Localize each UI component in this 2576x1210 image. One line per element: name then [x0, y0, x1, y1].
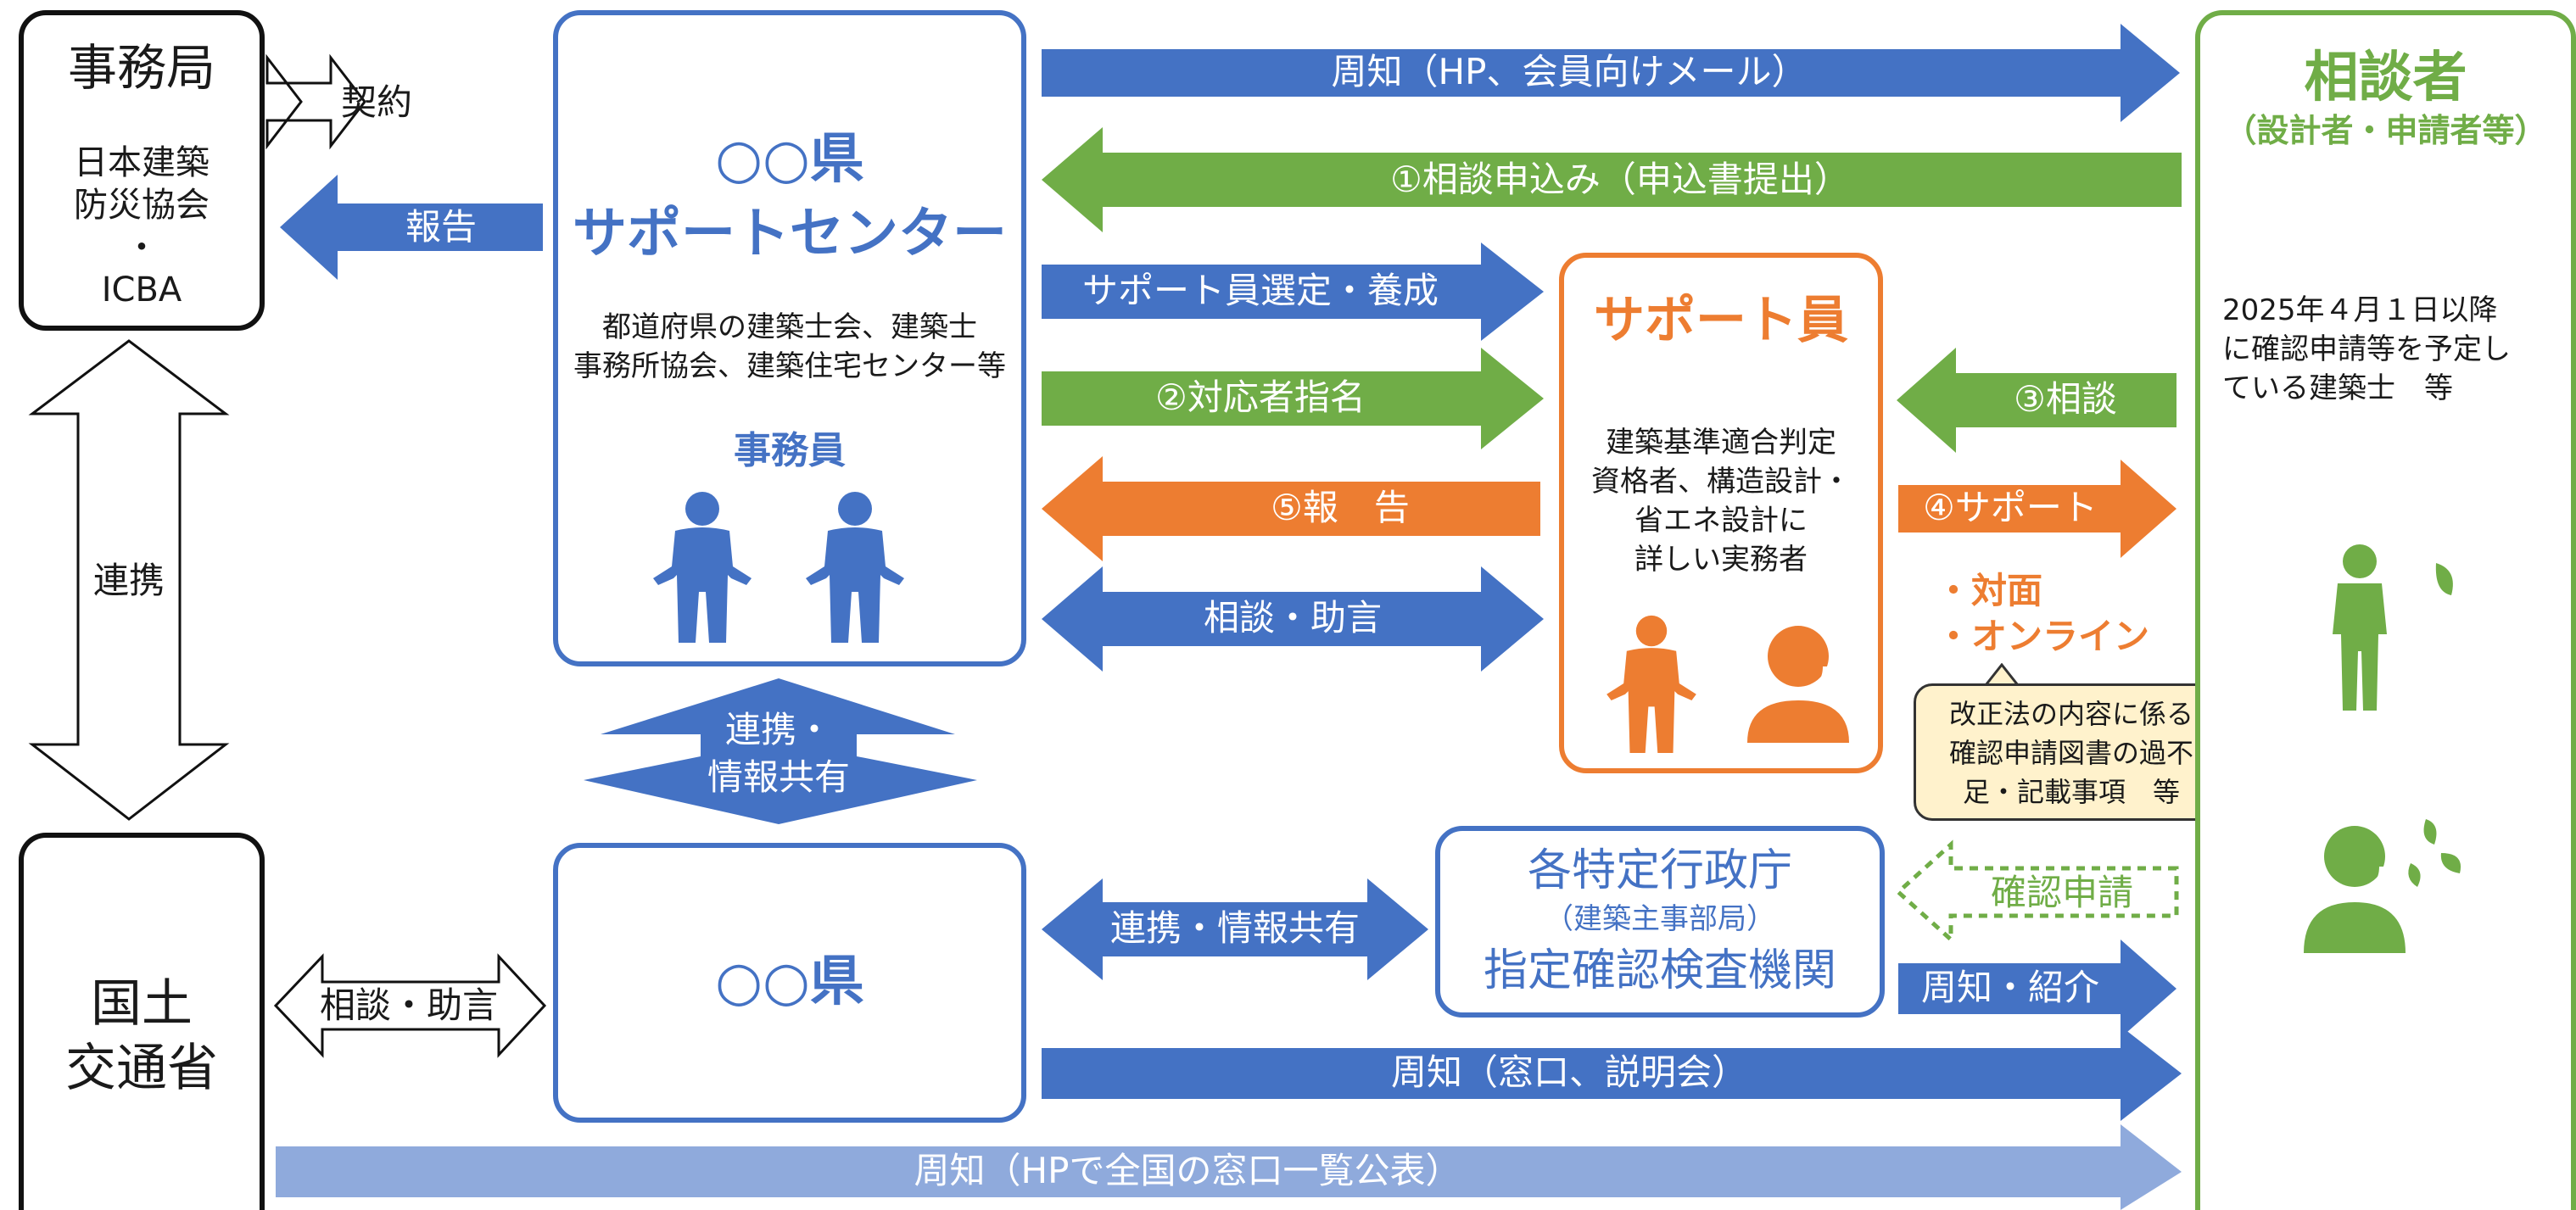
contract-arrow — [265, 53, 366, 150]
supporter-desc-1: 建築基準適合判定 — [1606, 426, 1836, 460]
assign-label: ②対応者指名 — [1155, 376, 1366, 418]
authority-box: 各特定行政庁 （建築主事部局） 指定確認検査機関 — [1435, 826, 1885, 1018]
consult-advice-left-label: 相談・助言 — [319, 984, 498, 1026]
callout-line-1: 改正法の内容に係る — [1948, 698, 2193, 730]
cooperation-info2-arrow — [1042, 878, 1428, 980]
consultant-desc-3: ている建築士 等 — [2222, 371, 2453, 405]
report-left-arrow — [280, 175, 543, 280]
support-center-title-2: サポートセンター — [573, 203, 1007, 265]
staff-person-icon — [653, 492, 752, 643]
cooperation-info-arrow — [584, 678, 977, 824]
supporter-box: サポート員 建築基準適合判定 資格者、構造設計・ 省エネ設計に 詳しい実務者 — [1559, 253, 1883, 773]
support4-label: ④サポート — [1923, 487, 2098, 528]
authority-line-3: 指定確認検査機関 — [1483, 945, 1836, 996]
consult-advice-mid-label: 相談・助言 — [1203, 597, 1382, 638]
secretariat-box: 事務局 日本建築 防災協会 ・ ICBA — [19, 10, 265, 331]
consult-advice-mid-arrow — [1042, 566, 1544, 672]
select-train-arrow — [1042, 243, 1544, 341]
support4-arrow — [1898, 460, 2176, 558]
consultant-desc-2: に確認申請等を予定し — [2222, 332, 2511, 366]
notice-intro-label: 周知・紹介 — [1920, 967, 2099, 1008]
cooperation-label: 連携 — [92, 560, 165, 601]
notice-window-label: 周知（窓口、説明会） — [1390, 1051, 1747, 1093]
consultant-subtitle: （設計者・申請者等） — [2224, 112, 2547, 149]
staff-label: 事務員 — [734, 429, 846, 472]
method-face-to-face: ・対面 — [1936, 570, 2043, 611]
secretariat-title: 事務局 — [67, 39, 215, 97]
supporter-desc-4: 詳しい実務者 — [1634, 543, 1808, 577]
application-label: ①相談申込み（申込書提出） — [1390, 159, 1850, 200]
supporter-desc-2: 資格者、構造設計・ — [1591, 465, 1851, 499]
report5-arrow — [1042, 456, 1540, 561]
prefecture-title: ○○県 — [715, 951, 864, 1013]
staff-person-icon — [806, 492, 904, 643]
secretariat-org-3: ・ — [125, 228, 159, 267]
cooperation-arrow — [28, 339, 230, 821]
mlit-box: 国土 交通省 — [19, 833, 265, 1210]
consultant-headset-icon — [2304, 818, 2461, 953]
notice-window-arrow — [1042, 1026, 2182, 1121]
callout-line-2: 確認申請図書の過不 — [1948, 737, 2193, 769]
notice-national-label: 周知（HPで全国の窓口一覧公表） — [914, 1150, 1461, 1191]
assign-arrow — [1042, 348, 1544, 449]
supporter-desc-3: 省エネ設計に — [1634, 504, 1808, 538]
consult3-arrow — [1897, 348, 2176, 453]
secretariat-org-4: ICBA — [101, 270, 182, 309]
cooperation-info-label-2: 情報共有 — [707, 756, 850, 798]
support-center-desc-2: 事務所協会、建築住宅センター等 — [573, 349, 1006, 383]
confirm-apply-label: 確認申請 — [1990, 872, 2133, 913]
notice-intro-arrow — [1898, 940, 2176, 1038]
application-arrow — [1042, 127, 2182, 232]
supporter-person-icon — [1607, 615, 1696, 753]
callout-box: 改正法の内容に係る 確認申請図書の過不 足・記載事項 等 — [1914, 683, 2229, 821]
cooperation-info-label-1: 連携・ — [724, 709, 832, 750]
select-train-label: サポート員選定・養成 — [1081, 270, 1439, 311]
notice-national-arrow — [276, 1124, 2182, 1210]
consult3-label: ③相談 — [2014, 378, 2117, 420]
report-left-label: 報告 — [405, 206, 477, 248]
notice-hp-arrow — [1042, 24, 2180, 122]
report5-label: ⑤報 告 — [1271, 487, 1410, 528]
mlit-title-1: 国土 — [91, 974, 193, 1034]
callout-line-3: 足・記載事項 等 — [1962, 776, 2180, 808]
support-center-desc-1: 都道府県の建築士会、建築士 — [602, 310, 977, 344]
consultant-desc-1: 2025年４月１日以降 — [2222, 293, 2498, 327]
support-center-box: ○○県 サポートセンター 都道府県の建築士会、建築士 事務所協会、建築住宅センタ… — [553, 10, 1026, 666]
consultant-title: 相談者 — [2304, 47, 2467, 109]
consultant-box: 相談者 （設計者・申請者等） 2025年４月１日以降 に確認申請等を予定し てい… — [2195, 10, 2576, 1210]
confirm-apply-arrow — [1895, 839, 2179, 945]
secretariat-org-2: 防災協会 — [74, 186, 210, 225]
supporter-title: サポート員 — [1594, 291, 1848, 350]
mlit-title-2: 交通省 — [65, 1039, 218, 1098]
method-online: ・オンライン — [1936, 616, 2150, 657]
authority-line-2: （建築主事部局） — [1545, 902, 1775, 936]
notice-hp-label: 周知（HP、会員向けメール） — [1331, 51, 1808, 92]
prefecture-box: ○○県 — [553, 843, 1026, 1123]
contract-label: 契約 — [340, 81, 412, 123]
consult-advice-left-arrow — [273, 953, 547, 1058]
support-center-title-1: ○○県 — [715, 128, 864, 191]
headset-operator-icon — [1747, 619, 1849, 743]
secretariat-org-1: 日本建築 — [74, 143, 210, 182]
consultant-person-icon — [2333, 544, 2453, 711]
authority-line-1: 各特定行政庁 — [1527, 845, 1792, 896]
cooperation-info2-label: 連携・情報共有 — [1109, 907, 1360, 949]
